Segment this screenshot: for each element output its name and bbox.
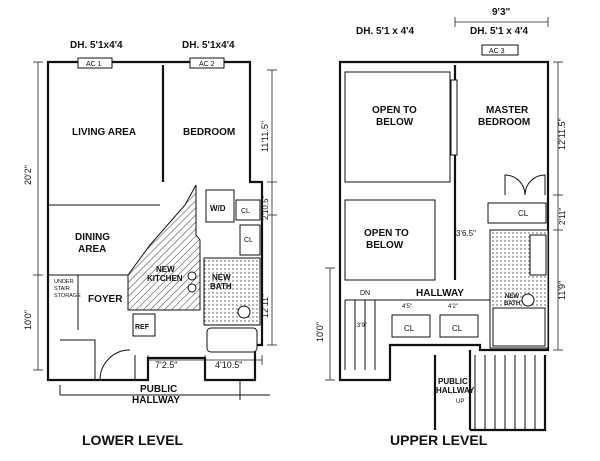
upper-public-label-1: PUBLIC [438,377,468,386]
upper-window-1-label: DH. 5'1 x 4'4 [356,26,415,37]
dim-lower-kitchen-width: 7'2.5" [155,360,177,370]
lower-kitchen-floor [127,184,201,311]
lower-bathtub [206,327,258,353]
lower-public-label-1: PUBLIC [140,384,177,395]
upper-bath-label-1: NEW [505,294,519,300]
master-bedroom-line1: MASTER [486,105,529,116]
upper-up-label: UP [456,399,464,405]
lower-bath-label-2: BATH [210,282,232,291]
dim-lower-bedroom: 11'11.5" [260,121,270,152]
dim-lower-height-lower: 10'0" [23,310,33,330]
dim-upper-master: 12'11.5" [557,118,567,150]
dim-lower-closet: 2'10.5" [261,195,270,220]
dim-upper-cl-2: 4'2" [448,304,458,310]
open-to-below-1 [344,71,451,183]
foyer-label: FOYER [88,294,123,305]
kitchen-label-1: NEW [156,265,175,274]
dining-label-2: AREA [78,244,106,255]
dim-upper-stair: 3'9" [357,323,367,329]
open-to-below-2-line1: OPEN TO [364,228,409,239]
under-stair-label-2: STAIR [54,286,70,292]
upper-shower [492,307,546,347]
upper-toilet [521,293,535,307]
upper-cl-2-label: CL [452,324,463,333]
upper-level-plan: DH. 5'1 x 4'4 DH. 5'1 x 4'4 9'3" AC 3 OP… [315,7,567,448]
upper-closet-1 [391,314,431,338]
upper-vanity [529,234,547,276]
ac-3-label: AC 3 [489,48,505,55]
open-to-below-2-line2: BELOW [366,240,404,251]
lower-window-1-label: DH. 5'1x4'4 [70,40,123,51]
dim-upper-bath: 11'9" [557,281,567,300]
refrigerator [132,313,156,337]
upper-dimension-lines [325,17,563,381]
lower-outer-wall [46,60,264,382]
lower-cl-2-label: CL [244,237,253,244]
lower-dimension-lines [33,61,277,371]
upper-outer-wall [338,60,550,382]
dim-upper-closet: 2'11" [558,208,567,225]
ref-label: REF [135,324,150,331]
lower-level-plan: DH. 5'1x4'4 DH. 5'1x4'4 AC 1 AC 2 LIVING… [23,40,277,448]
lower-level-caption: LOWER LEVEL [82,432,184,448]
upper-cl-3-label: CL [518,209,529,218]
upper-dim-top: 9'3" [492,7,511,18]
upper-closet-2 [439,314,479,338]
washer-dryer [205,189,235,223]
dim-lower-bath: 12'11" [260,294,270,318]
lower-public-label-2: HALLWAY [132,395,180,406]
upper-dn-label: DN [360,290,370,297]
lower-closet-2 [239,224,261,256]
kitchen-label-2: KITCHEN [147,274,183,283]
lower-toilet [237,305,251,319]
upper-public-label-2: HALLWAY [436,386,475,395]
lower-cl-1-label: CL [241,208,250,215]
open-to-below-1-line1: OPEN TO [372,105,417,116]
dining-label-1: DINING [75,232,110,243]
lower-bath-label-1: NEW [212,273,231,282]
dim-upper-left: 10'0" [315,322,325,342]
lower-bath-floor [203,257,261,326]
under-stair-label-3: STORAGE [54,293,81,299]
master-bedroom-line2: BEDROOM [478,117,530,128]
dim-upper-hall: 3'6.5" [456,229,476,238]
dim-upper-cl-1: 4'5" [402,304,412,310]
stove-burner-1 [187,271,197,281]
ac-1-unit [77,57,113,69]
ac-2-unit [189,57,225,69]
ac-2-label: AC 2 [199,61,215,68]
ac-1-label: AC 1 [86,61,102,68]
ac-3-unit [481,44,519,56]
upper-closet-3 [487,202,547,224]
upper-bath-label-2: BATH [504,301,520,307]
lower-closet-1 [235,199,261,221]
upper-cl-1-label: CL [404,324,415,333]
upper-level-caption: UPPER LEVEL [390,432,488,448]
upper-partition-door [450,79,458,156]
lower-window-2-label: DH. 5'1x4'4 [182,40,235,51]
open-to-below-1-line2: BELOW [376,117,414,128]
open-to-below-2 [344,199,436,281]
stove-burner-2 [187,283,197,293]
bedroom-label: BEDROOM [183,127,235,138]
dim-lower-bath-width: 4'10.5" [215,360,242,370]
living-area-label: LIVING AREA [72,127,136,138]
under-stair-label-1: UNDER [54,279,74,285]
dim-lower-height-total: 20'2" [23,165,33,185]
upper-hallway-label: HALLWAY [416,288,464,299]
wd-label: W/D [210,204,226,213]
upper-window-2-label: DH. 5'1 x 4'4 [470,26,529,37]
